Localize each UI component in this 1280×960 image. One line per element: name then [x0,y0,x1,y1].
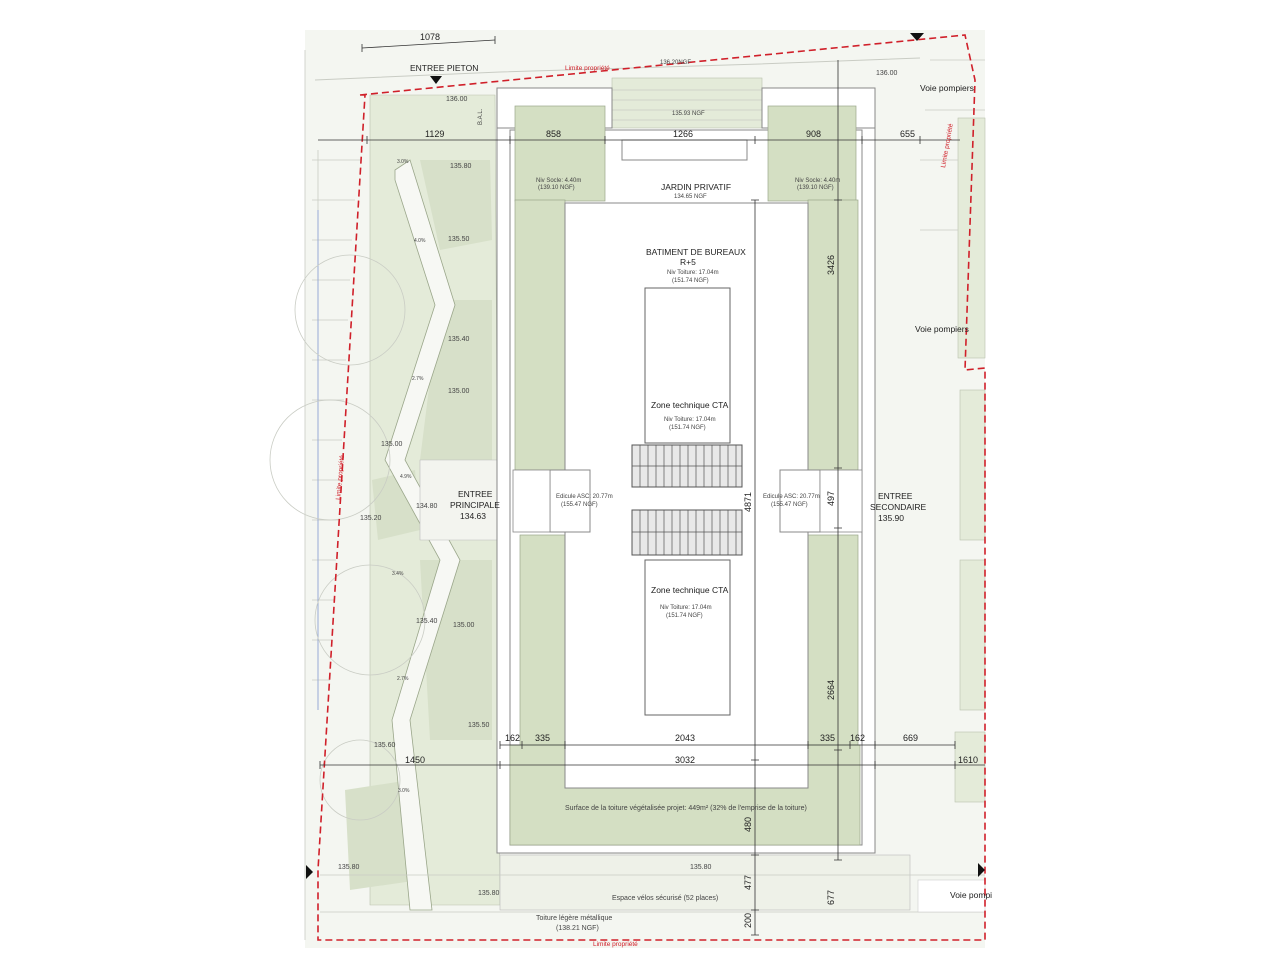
niv-socle-right: Niv Socle: 4.40m [795,178,840,184]
bal-label: B.A.L. [478,108,484,125]
slope-5: 3.4% [392,571,404,577]
espace-velos: Espace vélos sécurisé (52 places) [612,895,718,902]
level-134-80: 134.80 [416,503,438,510]
niv-socle-right-ngf: (139.10 NGF) [797,185,834,191]
jardin-privatif: JARDIN PRIVATIF [661,182,731,192]
dim-4871: 4871 [743,492,753,512]
level-136-00-b: 136.00 [876,70,898,77]
grille-bottom [631,509,743,556]
slope-1: 3.0% [397,159,409,165]
ngf-top: 136.20NGF [660,60,691,66]
slope-4: 4.9% [400,474,412,480]
dim-2664: 2664 [826,680,836,700]
level-135-40-a: 135.40 [448,336,470,343]
toiture-legere-ngf: (138.21 NGF) [556,925,599,932]
level-135-50-b: 135.50 [468,722,490,729]
zone-technique-1-title: Zone technique CTA [651,400,729,410]
lower-site [320,854,986,913]
pedestrian-path [384,159,461,911]
level-135-60: 135.60 [374,742,396,749]
dim-677: 677 [826,890,836,905]
level-135-00-b: 135.00 [381,441,403,448]
zone-technique-2-ngf: (151.74 NGF) [666,613,703,619]
level-135-80-b: 135.80 [338,864,360,871]
niv-socle-left-ngf: (139.10 NGF) [538,185,575,191]
dim-2043: 2043 [675,733,695,743]
zone-technique-1-niv: Niv Toiture: 17.04m [664,417,716,423]
slope-2: 4.0% [414,238,426,244]
zone-technique-2-title: Zone technique CTA [651,585,729,595]
dim-1450: 1450 [405,755,425,765]
voie-pompiers-2: Voie pompiers [915,324,969,334]
dim-497: 497 [826,491,836,506]
level-135-80-d: 135.80 [690,864,712,871]
voie-pompiers-3: Voie pompi [950,890,992,900]
edicule-right: Edicule ASC: 20.77m [763,494,820,500]
dim-669: 669 [903,733,918,743]
level-135-80-a: 135.80 [450,163,472,170]
slope-7: 3.0% [398,788,410,794]
jardin-ngf: 134.65 NGF [674,194,707,200]
limite-bottom: Limite propriété [593,941,638,948]
toiture-legere: Toiture légère métallique [536,915,612,922]
dim-162-b: 162 [850,733,865,743]
top-court-ngf: 135.93 NGF [672,111,705,117]
edicule-left-ngf: (155.47 NGF) [561,502,598,508]
dim-1078: 1078 [420,32,440,42]
entree-principale-ngf: 134.63 [460,511,486,521]
level-135-80-c: 135.80 [478,890,500,897]
slope-3: 2.7% [412,376,424,382]
dim-3032: 3032 [675,755,695,765]
level-136-00-a: 136.00 [446,96,468,103]
surface-toiture: Surface de la toiture végétalisée projet… [565,805,807,812]
batiment-ngf: (151.74 NGF) [672,278,709,284]
dim-1610: 1610 [958,755,978,765]
dim-1129: 1129 [425,129,444,139]
level-135-50-a: 135.50 [448,236,470,243]
entree-secondaire-1: ENTREE [878,491,913,501]
property-line [317,34,986,941]
dim-655: 655 [900,129,915,139]
dim-200: 200 [743,913,753,928]
dim-908: 908 [806,129,821,139]
batiment-title: BATIMENT DE BUREAUX [646,247,746,257]
dim-1266: 1266 [673,129,693,139]
level-135-20: 135.20 [360,515,382,522]
entree-principale-1: ENTREE [458,489,493,499]
level-135-40-b: 135.40 [416,618,438,625]
neighbour-buildings-right [920,59,986,803]
side-marker-right [978,863,985,877]
dim-480: 480 [743,817,753,832]
street-line [314,57,921,81]
limite-left: Limite propriété [335,455,346,501]
zone-technique-2-niv: Niv Toiture: 17.04m [660,605,712,611]
entree-pieton-marker [430,76,442,84]
dim-858: 858 [546,129,561,139]
edicule-left: Edicule ASC: 20.77m [556,494,613,500]
batiment-storeys: R+5 [680,257,696,267]
voie-pompiers-1: Voie pompiers [920,83,974,93]
dim-477: 477 [743,875,753,890]
limite-top: Limite propriété [565,65,610,72]
edicule-right-ngf: (155.47 NGF) [771,502,808,508]
entree-secondaire-2: SECONDAIRE [870,502,927,512]
niv-socle-left: Niv Socle: 4.40m [536,178,581,184]
building-socle [496,77,876,854]
slope-6: 2.7% [397,676,409,682]
entree-pieton-label: ENTREE PIETON [410,63,478,73]
entree-secondaire-ngf: 135.90 [878,513,904,523]
dim-162-a: 162 [505,733,520,743]
north-marker [910,33,924,41]
dim-335-b: 335 [820,733,835,743]
zone-technique-1-ngf: (151.74 NGF) [669,425,706,431]
level-135-00-c: 135.00 [453,622,475,629]
entree-principale-2: PRINCIPALE [450,500,500,510]
level-135-00-a: 135.00 [448,388,470,395]
dim-335-a: 335 [535,733,550,743]
dimension-lines [318,36,985,936]
batiment-niv: Niv Toiture: 17.04m [667,270,719,276]
dim-3426: 3426 [826,255,836,275]
side-marker-left [306,865,313,879]
